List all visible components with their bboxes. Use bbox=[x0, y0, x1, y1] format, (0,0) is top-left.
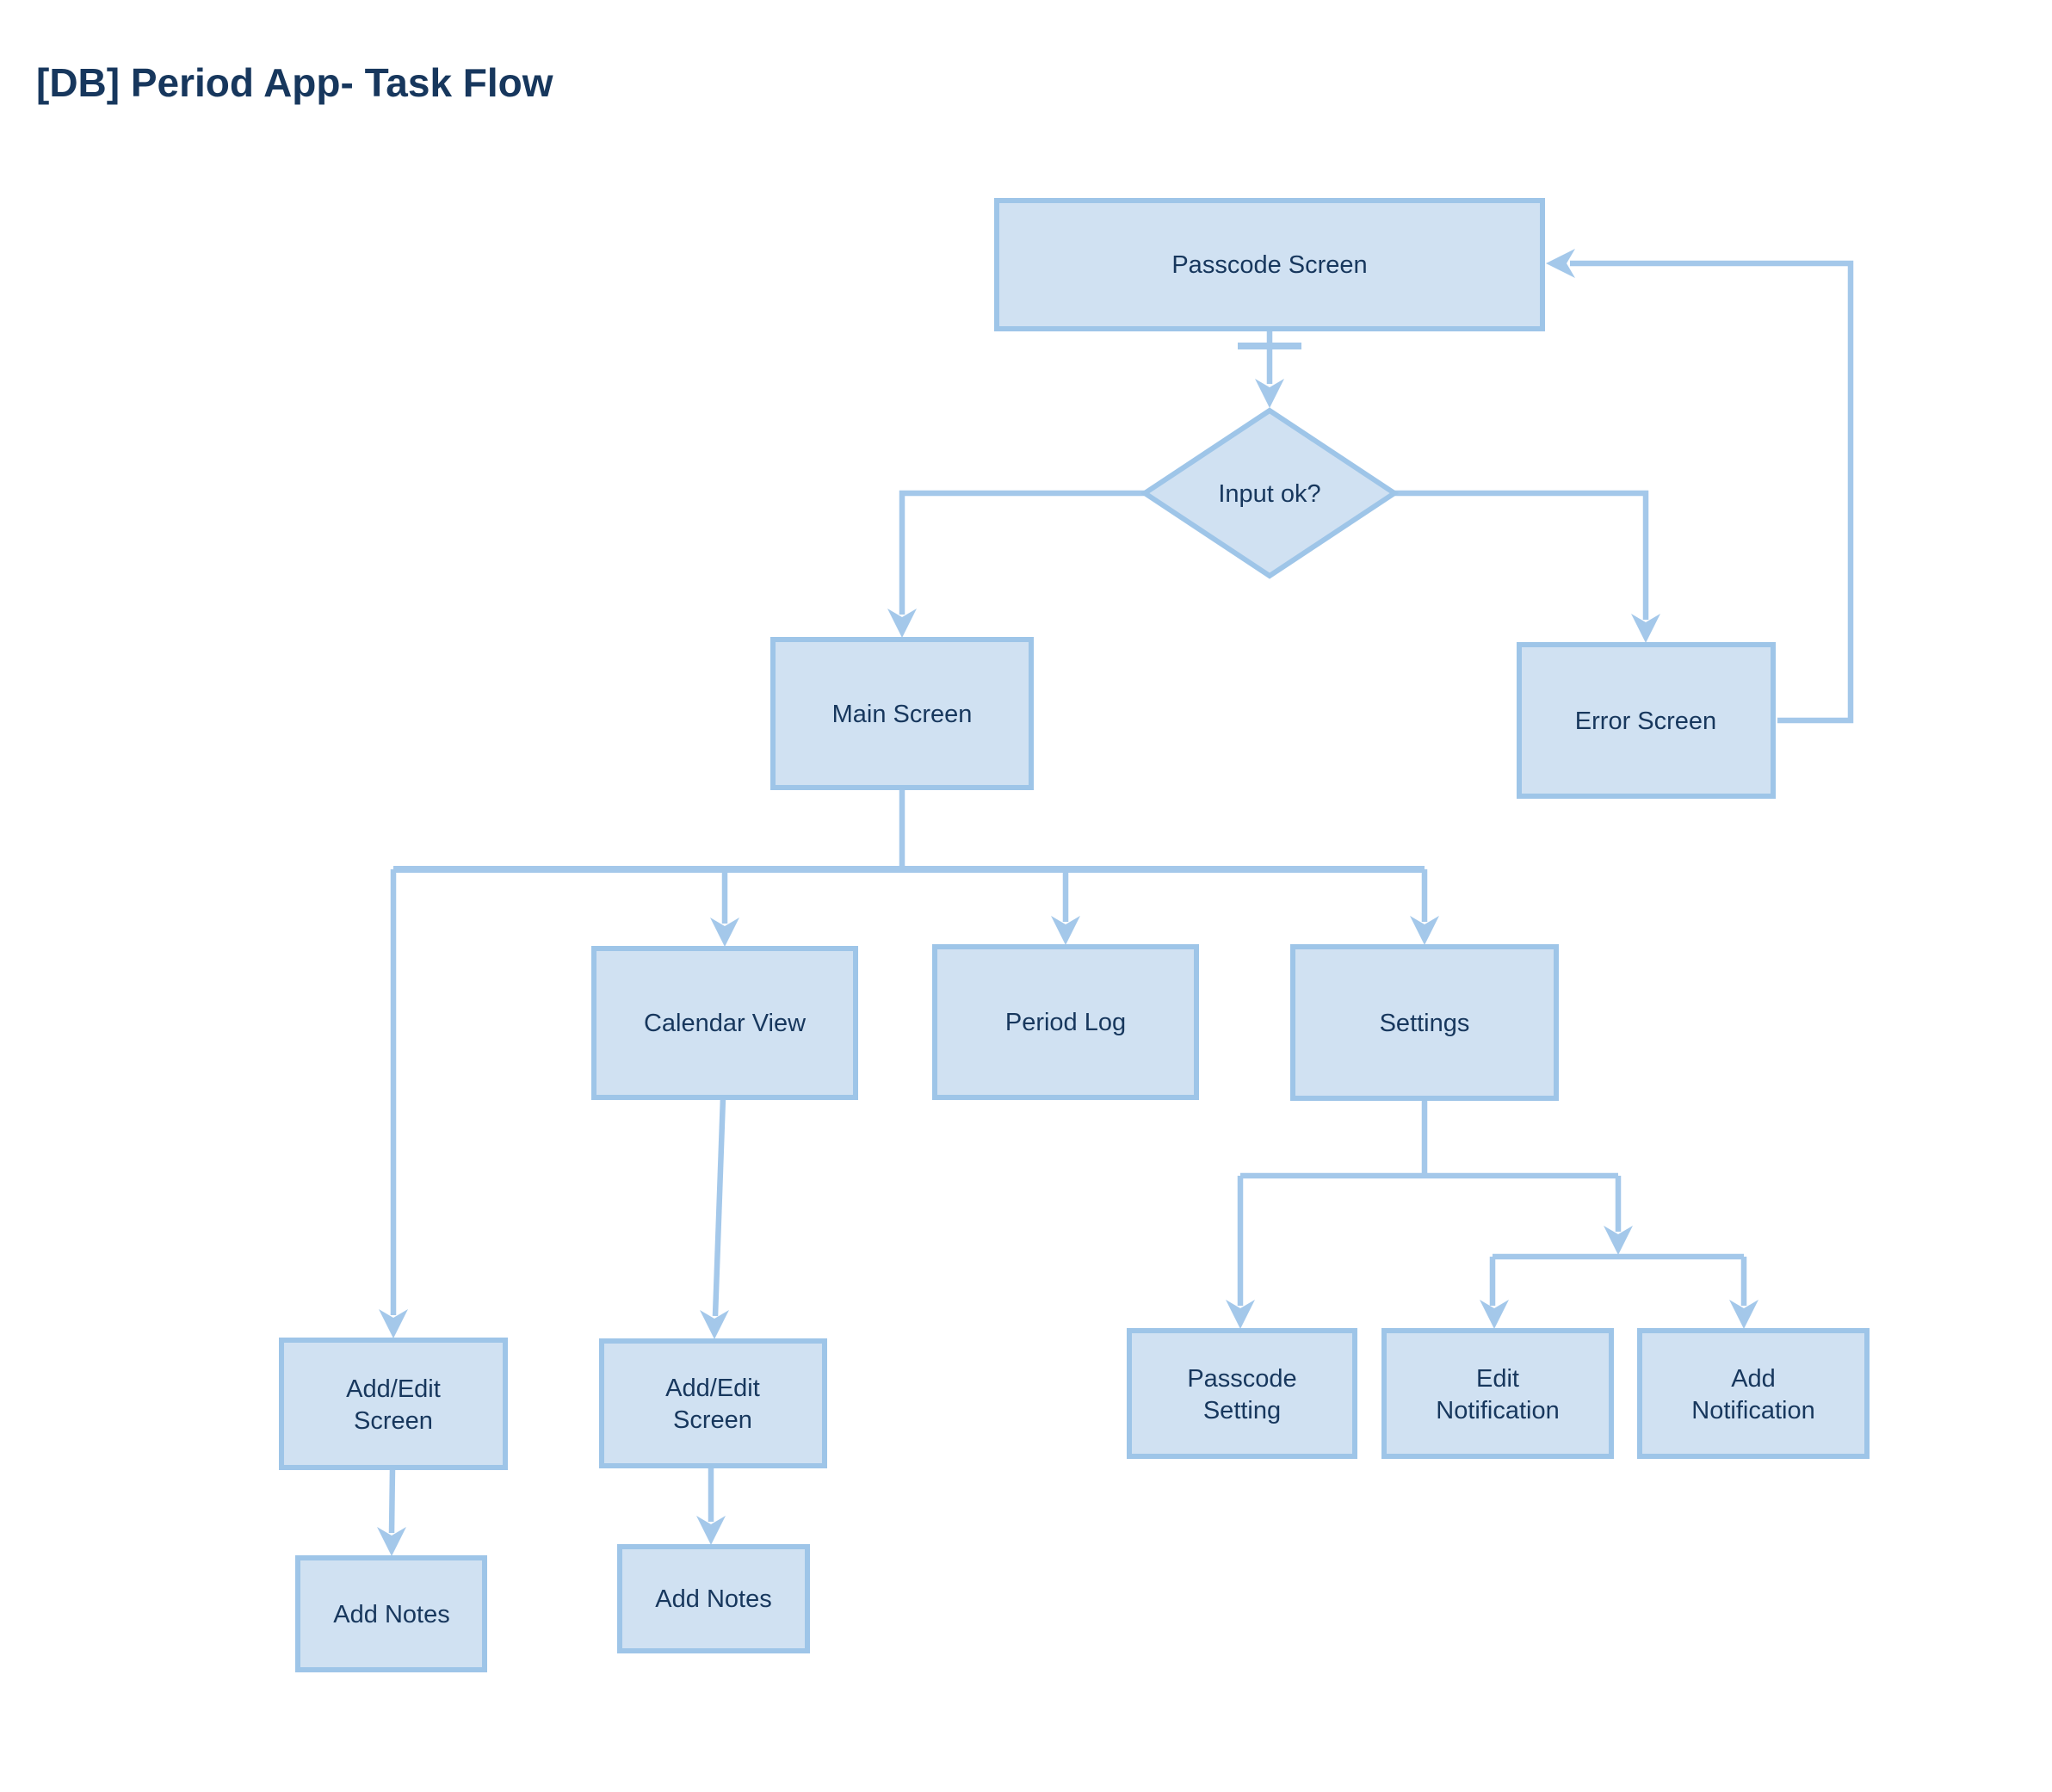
arrowhead-into-edit-notification bbox=[1480, 1300, 1509, 1329]
node-decision-input-ok-label: Input ok? bbox=[1218, 480, 1320, 508]
node-settings[interactable]: Settings bbox=[1290, 944, 1559, 1101]
node-settings-label: Settings bbox=[1380, 1010, 1470, 1037]
node-edit-notification-line2: Notification bbox=[1436, 1397, 1559, 1424]
node-period-log-label: Period Log bbox=[1005, 1009, 1126, 1036]
arrowhead-into-settings bbox=[1410, 916, 1439, 945]
node-add-notification-line2: Notification bbox=[1691, 1397, 1814, 1424]
node-add-edit-screen-calendar-line2: Screen bbox=[673, 1406, 752, 1434]
connector-decision-to-main bbox=[899, 490, 1145, 615]
arrowhead-into-error bbox=[1631, 614, 1660, 643]
node-add-notification-line1: Add bbox=[1731, 1365, 1776, 1393]
node-main-screen[interactable]: Main Screen bbox=[770, 637, 1034, 790]
node-passcode-setting[interactable]: Passcode Setting bbox=[1127, 1328, 1357, 1459]
connector-error-loop-to-passcode bbox=[1570, 260, 1854, 724]
arrowhead-into-passcode-setting bbox=[1226, 1300, 1255, 1329]
node-error-screen[interactable]: Error Screen bbox=[1517, 642, 1776, 799]
node-edit-notification[interactable]: Edit Notification bbox=[1381, 1328, 1614, 1459]
node-add-edit-screen-left-line1: Add/Edit bbox=[346, 1375, 441, 1403]
node-add-edit-screen-left[interactable]: Add/Edit Screen bbox=[279, 1338, 508, 1470]
node-add-edit-screen-calendar[interactable]: Add/Edit Screen bbox=[599, 1338, 827, 1468]
node-edit-notification-line1: Edit bbox=[1476, 1365, 1519, 1393]
arrowhead-into-addedit-left bbox=[379, 1309, 408, 1338]
arrowhead-into-decision bbox=[1255, 379, 1284, 408]
node-calendar-view[interactable]: Calendar View bbox=[591, 946, 858, 1100]
page-title: [DB] Period App- Task Flow bbox=[36, 60, 553, 105]
node-add-notification[interactable]: Add Notification bbox=[1637, 1328, 1870, 1459]
node-main-screen-label: Main Screen bbox=[832, 701, 973, 728]
arrowhead-into-calendar bbox=[710, 918, 739, 947]
node-add-edit-screen-left-line2: Screen bbox=[354, 1407, 433, 1435]
node-decision-input-ok[interactable]: Input ok? bbox=[1140, 407, 1400, 579]
node-error-screen-label: Error Screen bbox=[1575, 708, 1716, 735]
node-add-notes-calendar[interactable]: Add Notes bbox=[617, 1544, 810, 1653]
arrowhead-into-notes-calendar bbox=[696, 1516, 726, 1545]
arrowhead-into-addedit-calendar bbox=[700, 1310, 729, 1339]
node-passcode-setting-line1: Passcode bbox=[1187, 1365, 1296, 1393]
arrowhead-into-main bbox=[887, 609, 917, 638]
arrowhead-into-subbranch2 bbox=[1604, 1226, 1633, 1255]
node-add-edit-screen-calendar-line1: Add/Edit bbox=[665, 1375, 760, 1402]
node-add-notes-left-label: Add Notes bbox=[333, 1601, 449, 1628]
connector-calendar-to-addedit bbox=[712, 1097, 726, 1317]
node-passcode-setting-line2: Setting bbox=[1203, 1397, 1281, 1424]
node-period-log[interactable]: Period Log bbox=[932, 944, 1199, 1100]
node-calendar-view-label: Calendar View bbox=[644, 1010, 807, 1037]
arrowhead-into-notes-left bbox=[377, 1527, 406, 1556]
arrowhead-into-add-notification bbox=[1729, 1300, 1758, 1329]
node-passcode-screen-label: Passcode Screen bbox=[1171, 251, 1367, 279]
connectors bbox=[377, 249, 1854, 1556]
arrowhead-into-passcode bbox=[1546, 249, 1575, 278]
node-add-notes-left[interactable]: Add Notes bbox=[295, 1555, 487, 1672]
node-add-notes-calendar-label: Add Notes bbox=[655, 1585, 771, 1613]
arrowhead-into-periodlog bbox=[1051, 916, 1080, 945]
connector-decision-to-error bbox=[1394, 490, 1649, 620]
node-passcode-screen[interactable]: Passcode Screen bbox=[994, 198, 1545, 331]
